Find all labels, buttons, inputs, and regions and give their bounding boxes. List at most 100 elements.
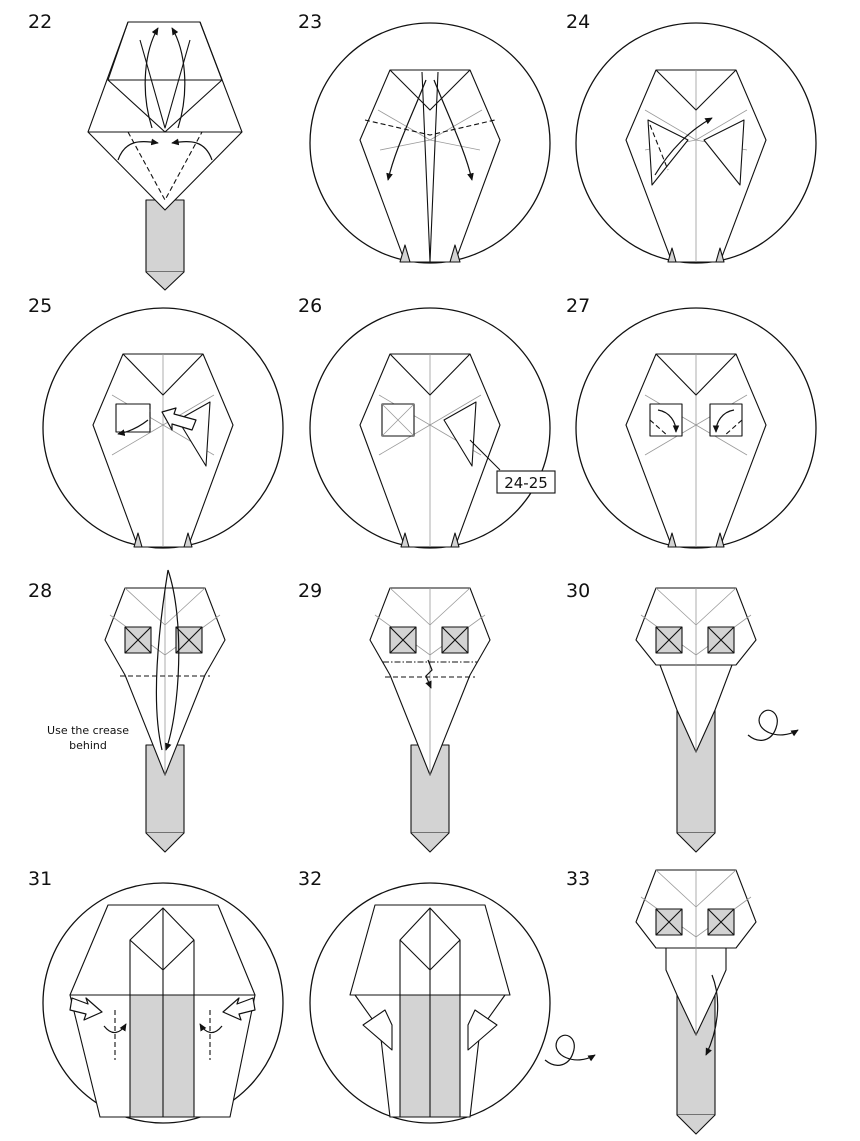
step-number-23: 23 xyxy=(298,11,322,33)
step-number-22: 22 xyxy=(28,11,52,33)
right-pocket xyxy=(467,1009,498,1051)
stem-hint xyxy=(667,532,725,548)
step-27: 27 xyxy=(566,295,817,549)
repeat-label: 24-25 xyxy=(504,474,548,492)
valley-folds xyxy=(108,79,222,202)
step-number-32: 32 xyxy=(298,868,322,890)
step-number-28: 28 xyxy=(28,580,52,602)
step-number-24: 24 xyxy=(566,11,590,33)
fold-arrow-left xyxy=(103,1023,127,1034)
base-shape xyxy=(87,21,243,211)
right-flap xyxy=(703,119,745,186)
left-flap xyxy=(647,119,689,186)
step-number-26: 26 xyxy=(298,295,322,317)
stem-tip xyxy=(145,832,185,853)
zoom-circle xyxy=(309,882,551,1124)
step-33: 33 xyxy=(566,868,757,1135)
turn-over-icon xyxy=(544,1034,596,1066)
fold-arrow xyxy=(117,419,149,436)
right-flap xyxy=(443,401,477,467)
zoom-circle xyxy=(575,307,817,549)
repeat-box xyxy=(496,470,556,494)
zoom-circle xyxy=(42,307,284,549)
valley-folds xyxy=(114,1010,211,1060)
push-arrow-right xyxy=(222,997,256,1021)
step-25: 25 xyxy=(28,295,284,549)
center-flaps xyxy=(139,39,191,129)
right-square xyxy=(709,403,743,437)
left-square xyxy=(115,403,151,433)
pleat-arrow xyxy=(425,659,433,689)
left-square xyxy=(649,403,683,437)
stem-hint xyxy=(667,247,725,263)
eye-creases xyxy=(389,626,469,654)
fold-arrow-back xyxy=(155,569,169,751)
fold-arrow xyxy=(705,974,719,1056)
stem-tip xyxy=(410,832,450,853)
stem-tip xyxy=(676,832,716,853)
top-folds xyxy=(655,353,737,396)
step-31: 31 xyxy=(28,868,284,1124)
stem-tip xyxy=(676,1114,716,1135)
valley-folds xyxy=(649,419,743,437)
push-arrow xyxy=(161,407,197,431)
stem-hint xyxy=(133,532,193,548)
fold-arrow xyxy=(654,117,713,176)
zoom-circle xyxy=(575,22,817,264)
stem-hint xyxy=(400,532,460,548)
stem xyxy=(145,199,185,273)
fold-arrow-left xyxy=(386,79,427,181)
step-number-33: 33 xyxy=(566,868,590,890)
eye-creases xyxy=(124,626,203,654)
center-point xyxy=(129,907,195,996)
fold-arrow-right xyxy=(199,1023,223,1034)
eye-creases xyxy=(655,626,735,654)
left-pocket xyxy=(362,1009,393,1051)
crease-lines xyxy=(377,109,483,151)
stem-hint xyxy=(399,244,461,263)
fold-arrow-right xyxy=(171,27,186,129)
zoom-circle xyxy=(309,22,551,264)
center-lines xyxy=(129,908,195,1117)
push-arrow-left xyxy=(69,997,103,1021)
leader-line xyxy=(469,439,501,471)
center-strip xyxy=(129,994,195,1118)
step-number-31: 31 xyxy=(28,868,52,890)
zoom-circle xyxy=(309,307,551,549)
center-lines xyxy=(399,908,461,1117)
step-23: 23 xyxy=(298,11,551,264)
step-30: 30 xyxy=(566,580,799,853)
valley-fold xyxy=(649,124,669,171)
note-line-2: behind xyxy=(69,739,107,752)
base-shape xyxy=(359,69,501,263)
square-crease xyxy=(381,403,415,437)
fold-arrow-right xyxy=(712,409,735,433)
top-folds xyxy=(655,69,737,111)
stem-tip xyxy=(145,271,185,291)
step-number-30: 30 xyxy=(566,580,590,602)
step-24: 24 xyxy=(566,11,817,264)
note-line-1: Use the crease xyxy=(47,724,129,737)
fold-arrow-left xyxy=(144,27,159,129)
step-number-27: 27 xyxy=(566,295,590,317)
fold-arrow-bl xyxy=(117,138,159,161)
top-folds xyxy=(122,353,204,396)
step-22: 22 xyxy=(28,11,243,291)
turn-over-icon xyxy=(747,709,799,741)
zoom-circle xyxy=(42,882,284,1124)
fold-arrow xyxy=(165,569,180,751)
step-29: 29 xyxy=(298,580,491,853)
valley-fold xyxy=(364,119,496,136)
step-28: 28 Use the crease behind xyxy=(28,569,226,853)
top-folds xyxy=(389,353,471,396)
flaps xyxy=(389,69,471,263)
step-26: 26 24-25 xyxy=(298,295,556,549)
eye-creases xyxy=(655,908,735,936)
fold-arrow-br xyxy=(171,138,213,161)
fold-arrow-left xyxy=(657,409,680,433)
step-number-25: 25 xyxy=(28,295,52,317)
fold-arrow-right xyxy=(433,79,474,181)
step-number-29: 29 xyxy=(298,580,322,602)
step-32: 32 xyxy=(298,868,596,1124)
